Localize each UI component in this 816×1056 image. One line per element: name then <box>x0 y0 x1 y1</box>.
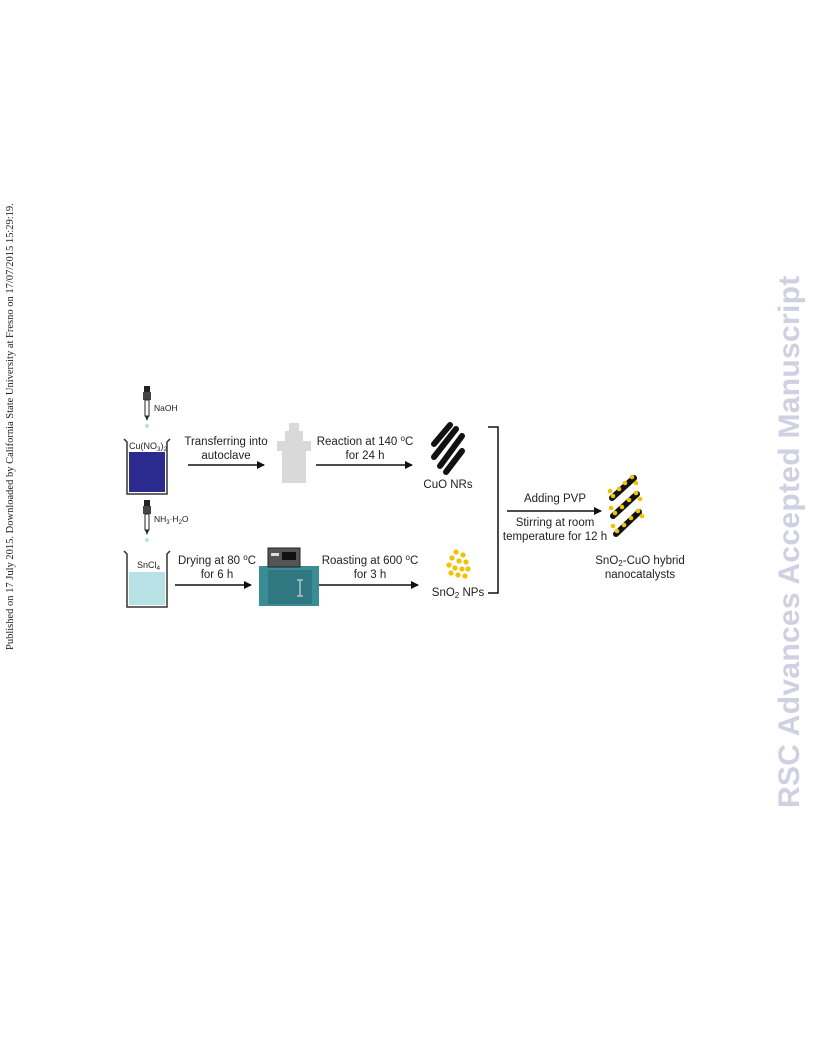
label-cuo-nrs: CuO NRs <box>423 479 473 491</box>
combine-bracket <box>488 426 499 594</box>
beaker-sn-icon <box>123 550 171 608</box>
label-nh3: NH3·H2O <box>154 514 189 526</box>
label-naoh: NaOH <box>154 403 178 413</box>
cu-solution <box>129 452 165 492</box>
label-adding-pvp: Adding PVP <box>523 493 586 505</box>
label-cu-nitrate: Cu(NO3)2 <box>129 441 168 453</box>
dropper-naoh-icon <box>143 386 151 428</box>
dropper-nh3-icon <box>143 500 151 542</box>
beaker-cu-icon <box>123 438 171 495</box>
label-sncl4: SnCl4 <box>137 560 161 572</box>
hybrid-nanocatalyst-icon <box>607 474 645 537</box>
sno2-particles-icon <box>446 549 471 579</box>
label-sno2-nps: SnO2 NPs <box>431 587 485 600</box>
cuo-nanorods-icon <box>431 422 465 475</box>
autoclave-icon <box>277 423 311 483</box>
oven-icon <box>259 547 319 606</box>
